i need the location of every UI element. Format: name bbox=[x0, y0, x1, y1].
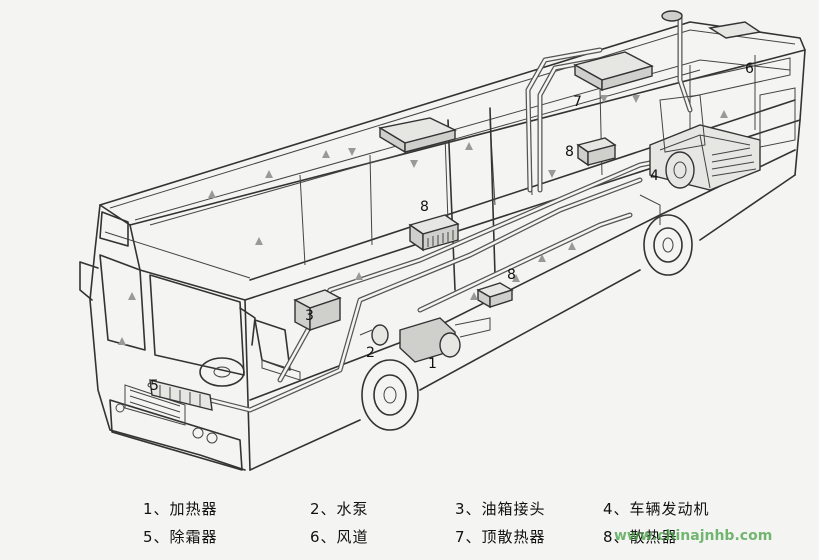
callout-8-mid: 8 bbox=[420, 199, 429, 215]
legend-item-heater: 1、加热器 bbox=[143, 500, 218, 518]
water-pump bbox=[359, 324, 389, 346]
callout-3: 3 bbox=[305, 308, 314, 324]
rear-compartment bbox=[659, 87, 796, 153]
roof-vent-top bbox=[661, 10, 762, 39]
legend-item-water-pump: 2、水泵 bbox=[310, 500, 369, 518]
callout-8-rear: 8 bbox=[565, 144, 574, 160]
air-duct bbox=[689, 57, 791, 98]
callout-4: 4 bbox=[650, 168, 659, 184]
legend-item-air-duct: 6、风道 bbox=[310, 528, 369, 546]
callout-1: 1 bbox=[428, 356, 437, 372]
airflow-arrows bbox=[118, 95, 728, 345]
rear-wheel bbox=[643, 214, 693, 276]
callout-7: 7 bbox=[573, 94, 582, 110]
roof-radiator-front bbox=[378, 117, 458, 154]
legend-item-radiator: 8、散热器 bbox=[603, 528, 678, 546]
steering-wheel bbox=[199, 357, 245, 387]
front-wheel bbox=[361, 359, 419, 431]
fuel-tank bbox=[293, 289, 342, 332]
callout-5: 5 bbox=[150, 378, 159, 394]
defroster bbox=[149, 379, 213, 411]
radiator-mid bbox=[408, 214, 460, 252]
callout-labels: 1 2 3 4 5 6 7 8 8 8 bbox=[150, 61, 754, 394]
roof-radiator-rear bbox=[573, 51, 654, 92]
legend-item-defroster: 5、除霜器 bbox=[143, 528, 218, 546]
heater-unit bbox=[399, 317, 491, 363]
radiator-floor bbox=[476, 282, 514, 309]
callout-8-floor: 8 bbox=[507, 267, 516, 283]
legend-item-vehicle-engine: 4、车辆发动机 bbox=[603, 500, 710, 518]
bus-cutaway-illustration: 1 2 3 4 5 6 7 8 8 8 bbox=[79, 10, 806, 471]
callout-2: 2 bbox=[366, 345, 375, 361]
watermark: www.chinajnhb.com bbox=[614, 528, 773, 544]
radiator-rear-cabin bbox=[576, 137, 617, 167]
driver-seat bbox=[254, 319, 301, 381]
callout-6: 6 bbox=[745, 61, 754, 77]
legend: 1、加热器 2、水泵 3、油箱接头 4、车辆发动机 5、除霜器 6、风道 7、顶… bbox=[0, 492, 819, 560]
engine bbox=[639, 124, 761, 225]
legend-item-fuel-tank-connector: 3、油箱接头 bbox=[455, 500, 546, 518]
legend-item-roof-radiator: 7、顶散热器 bbox=[455, 528, 546, 546]
